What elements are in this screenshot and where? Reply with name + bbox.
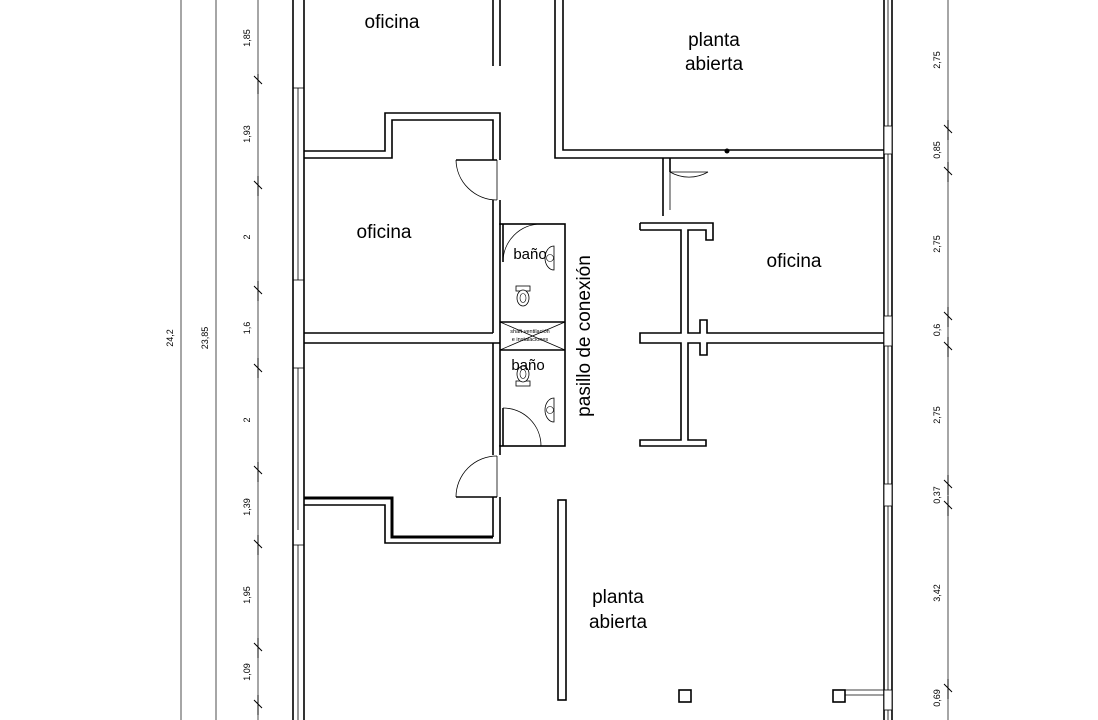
shaft-label-1: shaft ventilación: [510, 329, 549, 335]
dim-left-6: 1,39: [242, 498, 252, 516]
dimension-lines: [180, 0, 953, 720]
dim-overall-outer: 24,2: [165, 329, 175, 347]
room-label-oficina-top: oficina: [365, 12, 420, 33]
dim-right-8: 0,69: [932, 689, 942, 707]
room-label-oficina-mid-left: oficina: [357, 222, 412, 243]
dim-left-4: 1,6: [242, 322, 252, 335]
sink-icon: [544, 397, 555, 423]
dim-left-3: 2: [242, 234, 252, 239]
room-label-oficina-right: oficina: [767, 251, 822, 272]
room-label-planta-top-2: abierta: [685, 54, 744, 75]
office-low-left-walls: [304, 343, 501, 544]
dim-left-7: 1,95: [242, 586, 252, 604]
room-label-planta-bottom-1: planta: [592, 587, 644, 608]
corridor-label: pasillo de conexión: [574, 255, 595, 417]
dim-right-1: 2,75: [932, 51, 942, 69]
toilet-icon: [515, 365, 531, 387]
dim-overall-inner: 23,85: [200, 327, 210, 350]
room-label-planta-top-1: planta: [688, 30, 740, 51]
toilet-icon: [515, 285, 531, 307]
dim-right-6: 0,37: [932, 486, 942, 504]
dim-right-7: 3,42: [932, 584, 942, 602]
office-right-walls: [639, 158, 884, 447]
exterior-right-wall: [883, 0, 893, 720]
open-plan-top-walls: [554, 0, 884, 159]
open-plan-bottom: [557, 499, 884, 703]
office-top-left-walls: [492, 0, 501, 66]
dim-left-8: 1,09: [242, 663, 252, 681]
dim-right-2: 0,85: [932, 141, 942, 159]
sink-icon: [544, 245, 555, 271]
exterior-left-wall: [292, 0, 305, 720]
room-label-planta-bottom-2: abierta: [589, 612, 648, 633]
room-label-bano-1: baño: [513, 246, 546, 263]
shaft-label-2: e instalaciones: [512, 337, 549, 343]
dim-left-1: 1,85: [242, 29, 252, 47]
dim-right-5: 2,75: [932, 406, 942, 424]
dim-left-5: 2: [242, 417, 252, 422]
office-mid-left-walls: [304, 112, 501, 344]
bathroom-block: [499, 223, 566, 447]
dim-right-4: 0,6: [932, 324, 942, 337]
dim-left-2: 1,93: [242, 125, 252, 143]
room-label-bano-2: baño: [511, 357, 544, 374]
dim-right-3: 2,75: [932, 235, 942, 253]
